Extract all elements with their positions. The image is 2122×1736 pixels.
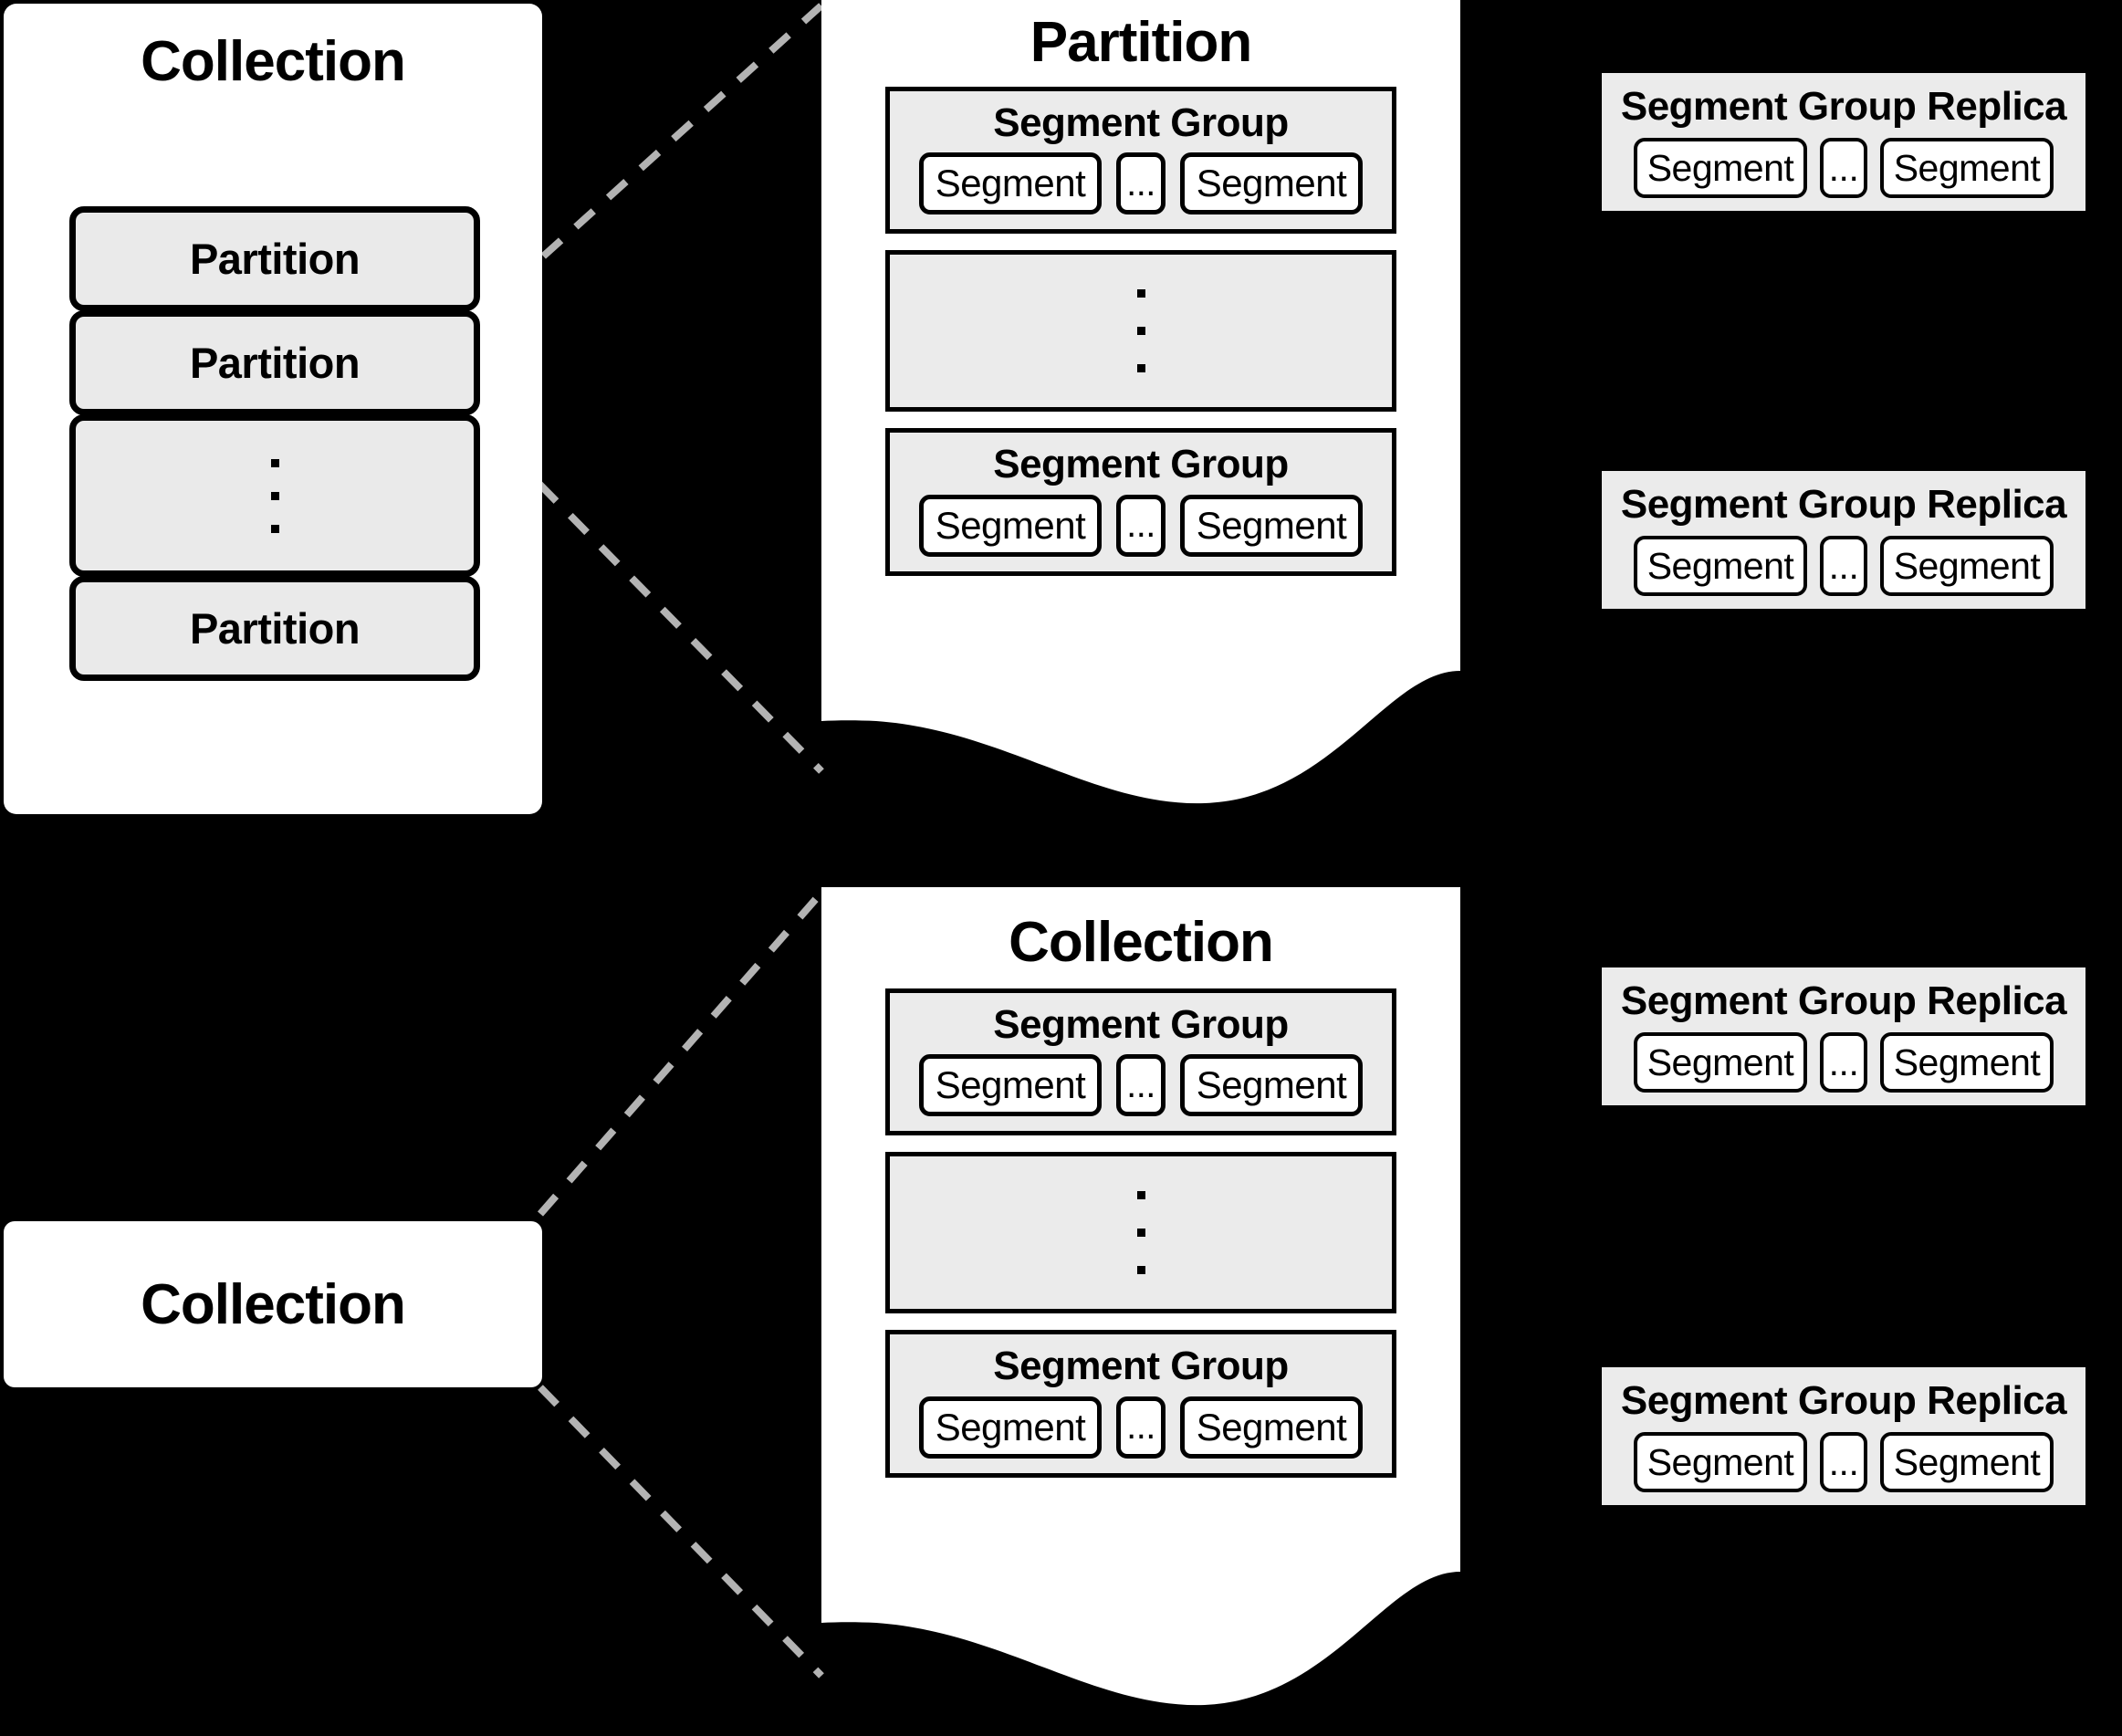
segment-box[interactable]: Segment [1880, 536, 2054, 597]
segment-row: Segment ... Segment [890, 494, 1392, 557]
segment-row: Segment ... Segment [1602, 138, 2085, 199]
collection-container-title: Collection [141, 30, 406, 93]
collection-panel-title: Collection [1009, 911, 1274, 974]
partition-list-ellipsis [69, 414, 480, 577]
segment-group-replica[interactable]: Segment Group Replica Segment ... Segmen… [1602, 1367, 2085, 1506]
collection-box-small[interactable]: Collection [4, 1221, 542, 1387]
segment-group-title: Segment Group [993, 1344, 1289, 1389]
segment-row: Segment ... Segment [890, 152, 1392, 215]
partition-list-item[interactable]: Partition [69, 310, 480, 415]
segment-group-replica[interactable]: Segment Group Replica Segment ... Segmen… [1602, 967, 2085, 1106]
vertical-dot-icon [1136, 364, 1145, 373]
segment-box[interactable]: Segment [1880, 1032, 2054, 1093]
segment-group-title: Segment Group [993, 442, 1289, 487]
vertical-dot-icon [1136, 1266, 1145, 1275]
partition-panel-title: Partition [1030, 11, 1252, 74]
segment-group-title: Segment Group [993, 1002, 1289, 1048]
segment-box[interactable]: Segment [1634, 138, 1807, 199]
partition-label: Partition [189, 604, 361, 653]
segment-row: Segment ... Segment [890, 1396, 1392, 1459]
vertical-dot-icon [1136, 327, 1145, 336]
segment-box[interactable]: Segment [1634, 1032, 1807, 1093]
collection-detail-panel: Collection Segment Group Segment ... Seg… [821, 887, 1460, 1736]
partition-label: Partition [189, 235, 361, 283]
segment-ellipsis-box: ... [1116, 494, 1166, 557]
segment-ellipsis-box: ... [1116, 1396, 1166, 1459]
segment-box[interactable]: Segment [919, 152, 1102, 215]
segment-box[interactable]: Segment [1634, 536, 1807, 597]
connector-collection-top [537, 890, 825, 1217]
connector-collection-bottom [538, 1385, 824, 1678]
segment-group-replica[interactable]: Segment Group Replica Segment ... Segmen… [1602, 73, 2085, 212]
segment-group[interactable]: Segment Group Segment ... Segment [885, 988, 1396, 1136]
partition-label: Partition [189, 339, 361, 387]
partition-list-item[interactable]: Partition [69, 576, 480, 681]
segment-box[interactable]: Segment [919, 1396, 1102, 1459]
partition-list-item[interactable]: Partition [69, 206, 480, 311]
vertical-dot-icon [1136, 289, 1145, 298]
segment-group-replica-title: Segment Group Replica [1620, 482, 2067, 527]
segment-group-ellipsis [885, 1152, 1396, 1314]
segment-ellipsis-box: ... [1820, 1432, 1867, 1493]
vertical-dot-icon [270, 524, 279, 533]
segment-group[interactable]: Segment Group Segment ... Segment [885, 1330, 1396, 1478]
segment-group[interactable]: Segment Group Segment ... Segment [885, 428, 1396, 576]
segment-group-ellipsis [885, 250, 1396, 413]
segment-ellipsis-box: ... [1820, 536, 1867, 597]
partition-detail-panel: Partition Segment Group Segment ... Segm… [821, 0, 1460, 821]
segment-ellipsis-box: ... [1116, 152, 1166, 215]
segment-box[interactable]: Segment [1180, 494, 1363, 557]
segment-box[interactable]: Segment [1634, 1432, 1807, 1493]
vertical-dot-icon [270, 458, 279, 467]
partition-list: Partition Partition Partition [69, 206, 480, 681]
segment-group-title: Segment Group [993, 100, 1289, 146]
collection-box-small-title: Collection [141, 1272, 406, 1336]
segment-box[interactable]: Segment [1180, 1396, 1363, 1459]
segment-row: Segment ... Segment [1602, 1032, 2085, 1093]
segment-row: Segment ... Segment [1602, 1432, 2085, 1493]
segment-box[interactable]: Segment [1880, 138, 2054, 199]
collection-container[interactable]: Collection Partition Partition Partition [4, 4, 542, 814]
segment-ellipsis-box: ... [1820, 138, 1867, 199]
segment-ellipsis-box: ... [1116, 1054, 1166, 1117]
segment-box[interactable]: Segment [1180, 152, 1363, 215]
segment-group-replica-title: Segment Group Replica [1620, 84, 2067, 129]
segment-group-replica-title: Segment Group Replica [1620, 1378, 2067, 1423]
vertical-dot-icon [1136, 1229, 1145, 1238]
vertical-dot-icon [270, 491, 279, 500]
segment-group[interactable]: Segment Group Segment ... Segment [885, 87, 1396, 235]
segment-box[interactable]: Segment [919, 1054, 1102, 1117]
segment-box[interactable]: Segment [1180, 1054, 1363, 1117]
partition-panel-content: Partition Segment Group Segment ... Segm… [821, 0, 1460, 576]
segment-row: Segment ... Segment [890, 1054, 1392, 1117]
segment-ellipsis-box: ... [1820, 1032, 1867, 1093]
vertical-dot-icon [1136, 1191, 1145, 1200]
segment-group-replica[interactable]: Segment Group Replica Segment ... Segmen… [1602, 471, 2085, 610]
segment-group-replica-title: Segment Group Replica [1620, 978, 2067, 1023]
segment-row: Segment ... Segment [1602, 536, 2085, 597]
segment-box[interactable]: Segment [919, 494, 1102, 557]
collection-panel-content: Collection Segment Group Segment ... Seg… [821, 887, 1460, 1478]
segment-box[interactable]: Segment [1880, 1432, 2054, 1493]
